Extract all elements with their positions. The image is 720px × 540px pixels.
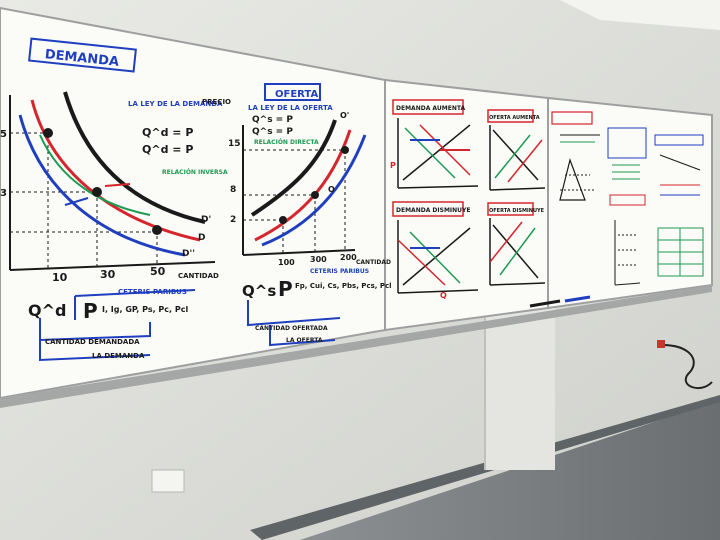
board3-label-p: P bbox=[390, 161, 396, 170]
board1-note1: CANTIDAD DEMANDADA bbox=[45, 338, 140, 346]
board2-tick-y-2: 2 bbox=[230, 215, 236, 225]
ceiling-corner bbox=[560, 0, 720, 30]
board1-curve-label-2: D bbox=[198, 233, 205, 243]
board1-formula-main: P bbox=[83, 299, 98, 323]
board2-law-heading: LA LEY DE LA OFERTA bbox=[248, 104, 333, 112]
board1-formula-rest: I, Ig, GP, Ps, Pc, Pcl bbox=[102, 305, 188, 314]
board2-curve-label-1: O' bbox=[340, 111, 349, 120]
board3-panel-a-title: DEMANDA AUMENTA bbox=[396, 105, 465, 112]
board1-formula-lhs: Q^d bbox=[28, 301, 66, 320]
board1-tick-x-30: 30 bbox=[100, 268, 116, 281]
board3-panel-d-title: OFERTA DISMINUYE bbox=[489, 208, 545, 214]
board1-tick-y-3: 3 bbox=[0, 188, 7, 199]
board2-ceteris: CETERIS PARIBUS bbox=[310, 268, 369, 275]
wall-outlet bbox=[151, 469, 185, 493]
board2-supply-drawing bbox=[242, 83, 367, 347]
marker-tray bbox=[0, 285, 712, 408]
board2-law-line1: Q^s = P bbox=[252, 115, 293, 125]
board2-formula-main: P bbox=[278, 277, 293, 301]
board1-tick-x-50: 50 bbox=[150, 265, 166, 278]
board2-relation: RELACIÓN DIRECTA bbox=[254, 139, 319, 146]
board2-axis-qty: CANTIDAD bbox=[356, 259, 391, 266]
wall-pillar bbox=[485, 300, 555, 470]
board1-axis-price: PRECIO bbox=[202, 98, 231, 106]
board3-label-q: Q bbox=[440, 291, 447, 300]
board2-note1: CANTIDAD OFERTADA bbox=[255, 325, 328, 332]
board1-axis-qty: CANTIDAD bbox=[178, 272, 219, 280]
board2-tick-y-8: 8 bbox=[230, 185, 236, 195]
board3-shift-drawings bbox=[392, 99, 546, 294]
board2-law-line2: Q^s = P bbox=[252, 127, 293, 137]
board1-curve-label-3: D'' bbox=[182, 249, 195, 259]
board2-tick-y-15: 15 bbox=[228, 139, 241, 149]
board1-note2: LA DEMANDA bbox=[92, 352, 145, 360]
board2-formula-rest: Fp, Cui, Cs, Pbs, Pcs, Pcl bbox=[295, 282, 392, 290]
board1-tick-x-10: 10 bbox=[52, 271, 68, 284]
board1-ceteris: CETERIS PARIBUS bbox=[118, 288, 187, 296]
board1-curve-label-1: D' bbox=[201, 215, 211, 225]
board2-curve-label-2: O bbox=[328, 185, 335, 194]
board1-formula-drawing bbox=[39, 289, 196, 362]
board2-tick-x-100: 100 bbox=[278, 258, 295, 267]
board3-panel-c-title: OFERTA AUMENTA bbox=[489, 115, 540, 121]
power-cable bbox=[661, 344, 713, 389]
board1-relation: RELACIÓN INVERSA bbox=[162, 169, 228, 176]
board1-law-line1: Q^d = P bbox=[142, 126, 193, 139]
board1-law-line2: Q^d = P bbox=[142, 143, 193, 156]
board2-tick-x-200: 200 bbox=[340, 253, 357, 262]
board4-notes-drawing bbox=[551, 111, 704, 286]
board3-panel-b-title: DEMANDA DISMINUYE bbox=[396, 207, 471, 214]
board2-formula-lhs: Q^s bbox=[242, 282, 276, 300]
board2-note2: LA OFERTA bbox=[286, 337, 323, 344]
board1-demand-drawing: DEMANDA bbox=[9, 37, 216, 271]
board1-tick-y-5: 5 bbox=[0, 129, 7, 140]
board2-tick-x-300: 300 bbox=[310, 255, 327, 264]
board2-title: OFERTA bbox=[275, 89, 318, 100]
board1-law-heading: LA LEY DE LA DEMANDA bbox=[128, 100, 223, 108]
